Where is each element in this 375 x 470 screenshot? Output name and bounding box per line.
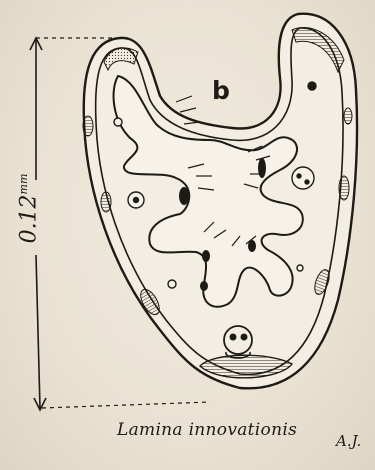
scale-bar-label: 0.12mm [16, 174, 41, 244]
scale-unit: mm [17, 174, 30, 195]
scale-dash-bottom [42, 402, 210, 408]
region-label-b: b [212, 76, 230, 105]
artist-initials: A.J. [336, 432, 361, 450]
scale-value: 0.12 [16, 194, 41, 243]
scale-line-lower [36, 255, 40, 408]
figure-caption: Lamina innovationis [117, 420, 297, 440]
